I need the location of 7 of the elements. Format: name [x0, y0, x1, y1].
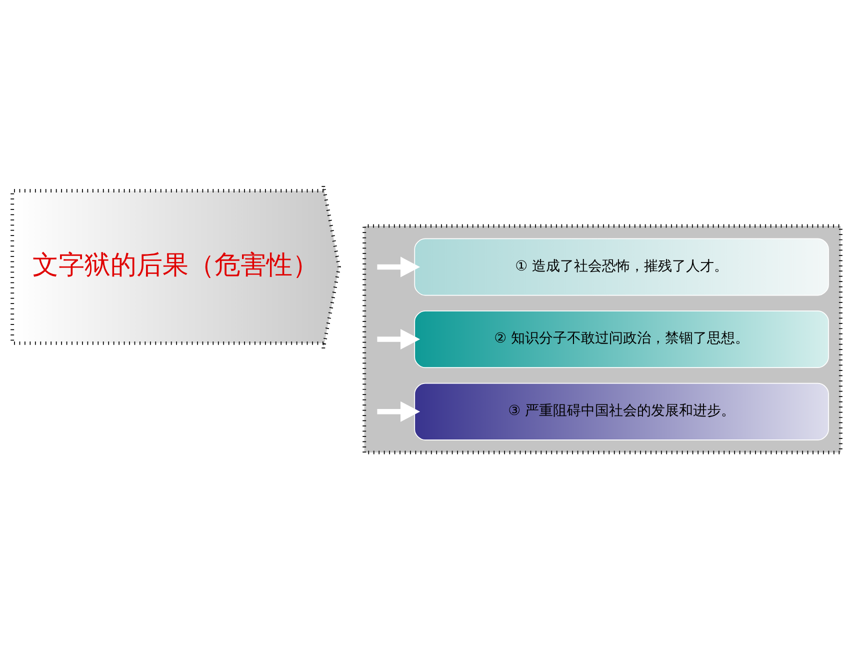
arrow [377, 401, 420, 422]
arrow [377, 256, 420, 278]
node-box: ① 造成了社会恐怖，摧残了人才。 [414, 238, 829, 296]
cluster [362, 224, 842, 454]
node-box: ③ 严重阻碍中国社会的发展和进步。 [414, 382, 829, 440]
arrow [377, 329, 420, 350]
node-box: ② 知识分子不敢过问政治，禁锢了思想。 [414, 310, 829, 368]
